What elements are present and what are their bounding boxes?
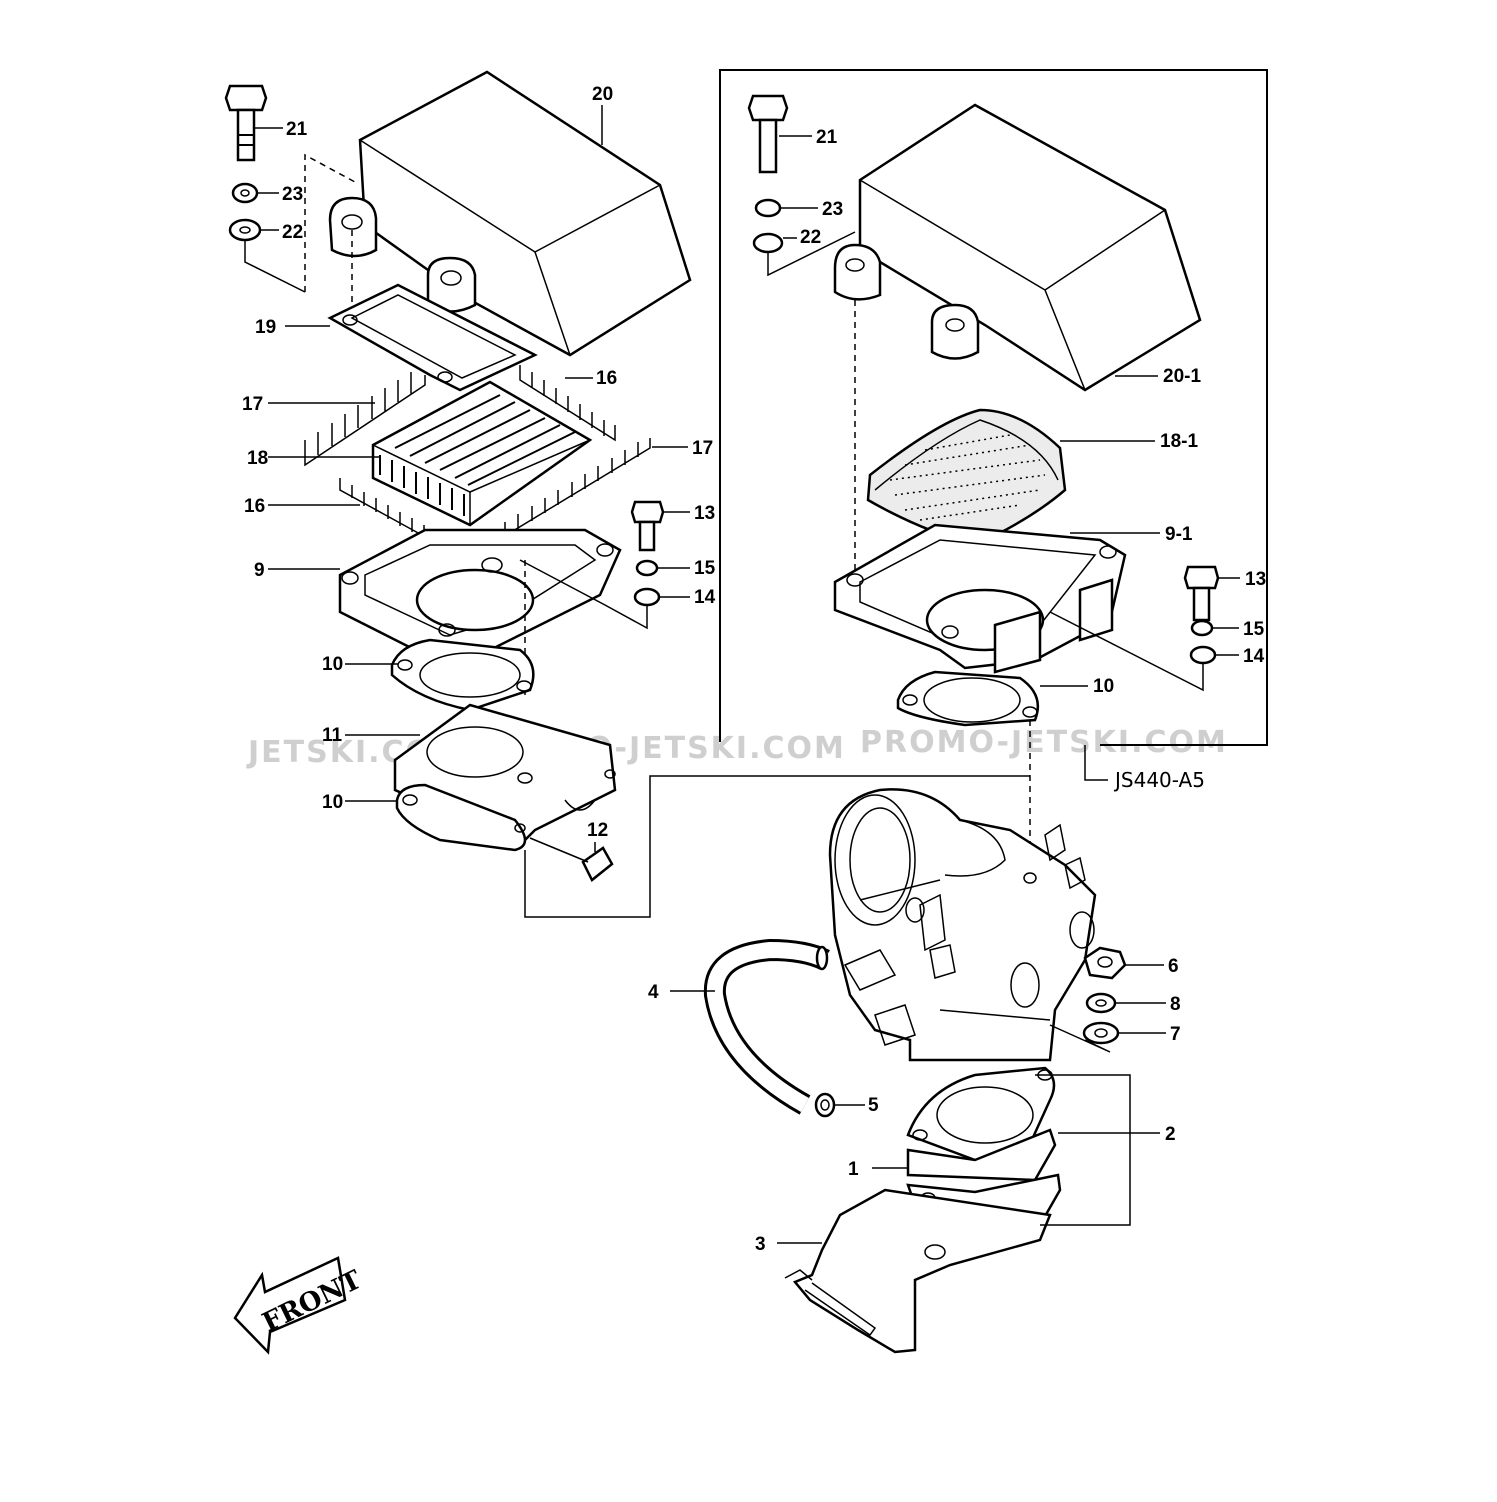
callout-leaders	[255, 105, 1240, 1244]
callout-label-c22b: 22	[800, 227, 821, 248]
spacer-strip-16-upper	[519, 365, 616, 442]
washer-22-inset	[752, 232, 784, 254]
callout-label-c12: 12	[587, 820, 608, 841]
callout-label-c21b: 21	[816, 127, 838, 148]
washer-15-left	[635, 559, 659, 577]
callout-label-c20: 20	[592, 84, 613, 105]
spacer-strip-17-upper	[304, 372, 426, 467]
callout-label-c7: 7	[1170, 1024, 1181, 1045]
callout-label-c18_1: 18-1	[1160, 431, 1198, 452]
bolt-13-left	[630, 500, 665, 552]
gasket-10-upper	[390, 638, 535, 712]
callout-label-c14a: 14	[694, 587, 716, 608]
front-arrow: FRONT	[233, 1256, 367, 1355]
callout-label-c22a: 22	[282, 222, 303, 243]
washer-14-left	[633, 587, 661, 607]
gasket-10-inset	[896, 670, 1040, 727]
lock-washer-8	[1085, 992, 1117, 1014]
callout-label-c1: 1	[848, 1159, 859, 1180]
gasket-10-lower	[395, 783, 527, 852]
bolt-21-inset	[747, 94, 789, 174]
washer-14-inset	[1189, 645, 1217, 665]
callout-label-c23a: 23	[282, 184, 303, 205]
washer-23-left	[231, 182, 259, 204]
callout-label-c21a: 21	[286, 119, 308, 140]
hose-clamp-5	[814, 1092, 836, 1118]
flame-arrestor-18	[371, 380, 593, 527]
air-box-cover-20-1	[833, 103, 1202, 392]
callout-label-c10a: 10	[322, 654, 343, 675]
callout-label-c16a: 16	[596, 368, 617, 389]
callout-label-c9: 9	[254, 560, 265, 581]
washer-7	[1082, 1021, 1120, 1045]
callout-label-c5: 5	[868, 1095, 879, 1116]
model-code-label: JS440-A5	[1113, 768, 1205, 792]
watermark-3: PROMO-JETSKI.COM	[860, 725, 1228, 760]
insulator-1	[906, 1128, 1057, 1182]
filter-element-18-1	[866, 408, 1067, 547]
callout-label-c17a: 17	[242, 394, 263, 415]
callout-label-c15b: 15	[1243, 619, 1265, 640]
washer-15-inset	[1190, 619, 1214, 637]
gasket-19	[327, 283, 538, 392]
callout-label-c10c: 10	[1093, 676, 1114, 697]
callout-label-c23b: 23	[822, 199, 843, 220]
stud-12	[581, 846, 614, 882]
callout-label-c15a: 15	[694, 558, 716, 579]
carb-flange-body-9	[338, 528, 622, 667]
callout-label-c10b: 10	[322, 792, 343, 813]
callout-label-c13b: 13	[1245, 569, 1266, 590]
bolt-13-inset	[1183, 565, 1220, 622]
carb-flange-body-9-1	[833, 523, 1127, 674]
callout-label-c6: 6	[1168, 956, 1179, 977]
callout-label-c8: 8	[1170, 994, 1181, 1015]
air-box-cover-20	[328, 70, 692, 357]
spacer-strip-16-lower	[339, 478, 441, 547]
washer-23-inset	[754, 198, 782, 218]
inset-frame: JS440-A5	[719, 69, 1268, 792]
washer-22-left	[228, 218, 262, 242]
callout-label-c20_1: 20-1	[1163, 366, 1201, 387]
callout-label-c13a: 13	[694, 503, 715, 524]
callout-label-c14b: 14	[1243, 646, 1265, 667]
callout-label-c18: 18	[247, 448, 268, 469]
carburetor	[828, 788, 1097, 1062]
callout-label-c17b: 17	[692, 438, 713, 459]
bracket-3	[784, 1188, 1052, 1354]
bolt-21-left	[224, 84, 268, 162]
nut-6	[1083, 946, 1127, 980]
callout-label-c19: 19	[255, 317, 276, 338]
watermark-group: JETSKI.COM PROMO-JETSKI.COM PROMO-JETSKI…	[246, 725, 1228, 770]
callout-label-c2: 2	[1165, 1124, 1176, 1145]
callout-label-c3: 3	[755, 1234, 766, 1255]
callout-label-c16b: 16	[244, 496, 265, 517]
callout-label-c9_1: 9-1	[1165, 524, 1193, 545]
fuel-hose-4	[703, 938, 830, 1115]
callout-label-c4: 4	[648, 982, 659, 1003]
callout-label-c11: 11	[322, 725, 343, 746]
